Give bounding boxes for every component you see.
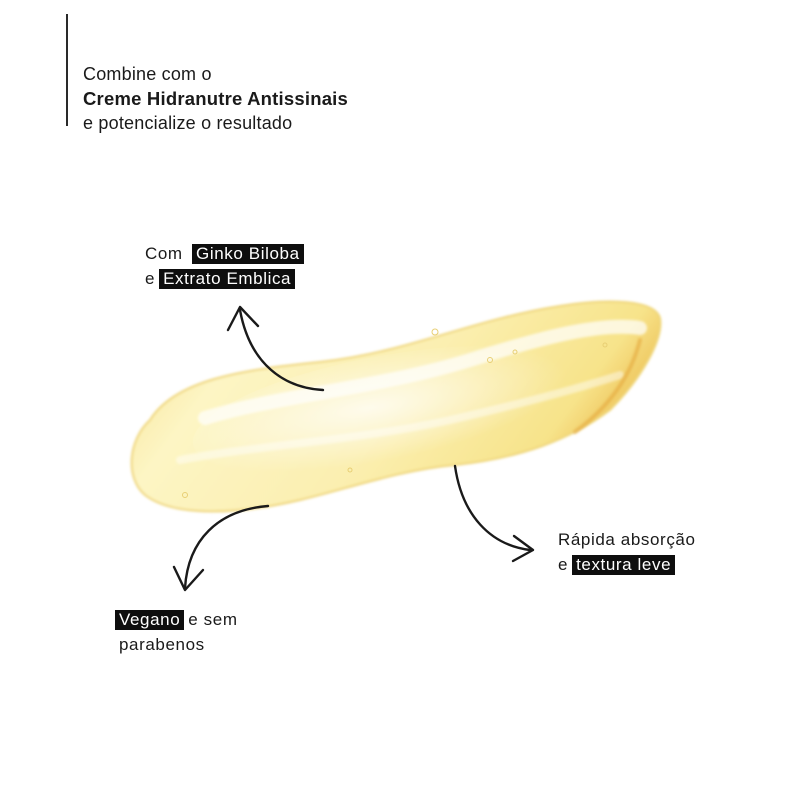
intro-line-3: e potencialize o resultado: [83, 113, 293, 133]
intro-text: Combine com o Creme Hidranutre Antissina…: [83, 62, 348, 136]
feature-suffix: e sem: [188, 610, 238, 629]
feature-line: parabenos: [119, 635, 205, 654]
arrow-right-icon: [453, 464, 535, 563]
product-name: Creme Hidranutre Antissinais: [83, 87, 349, 109]
feature-prefix: Com: [145, 244, 183, 263]
arrow-down-icon: [172, 504, 270, 592]
arrow-up-icon: [226, 305, 325, 392]
gel-swatch: [130, 300, 662, 513]
highlight-emblica: Extrato Emblica: [159, 269, 296, 289]
highlight-ginko: Ginko Biloba: [192, 244, 304, 264]
intro-line-1: Combine com o: [83, 64, 212, 84]
accent-divider: [66, 14, 68, 126]
feature-prefix: e: [558, 555, 569, 574]
feature-prefix: e: [145, 269, 156, 288]
feature-line: Rápida absorção: [558, 530, 696, 549]
highlight-vegan: Vegano: [115, 610, 185, 630]
highlight-texture: textura leve: [572, 555, 676, 575]
